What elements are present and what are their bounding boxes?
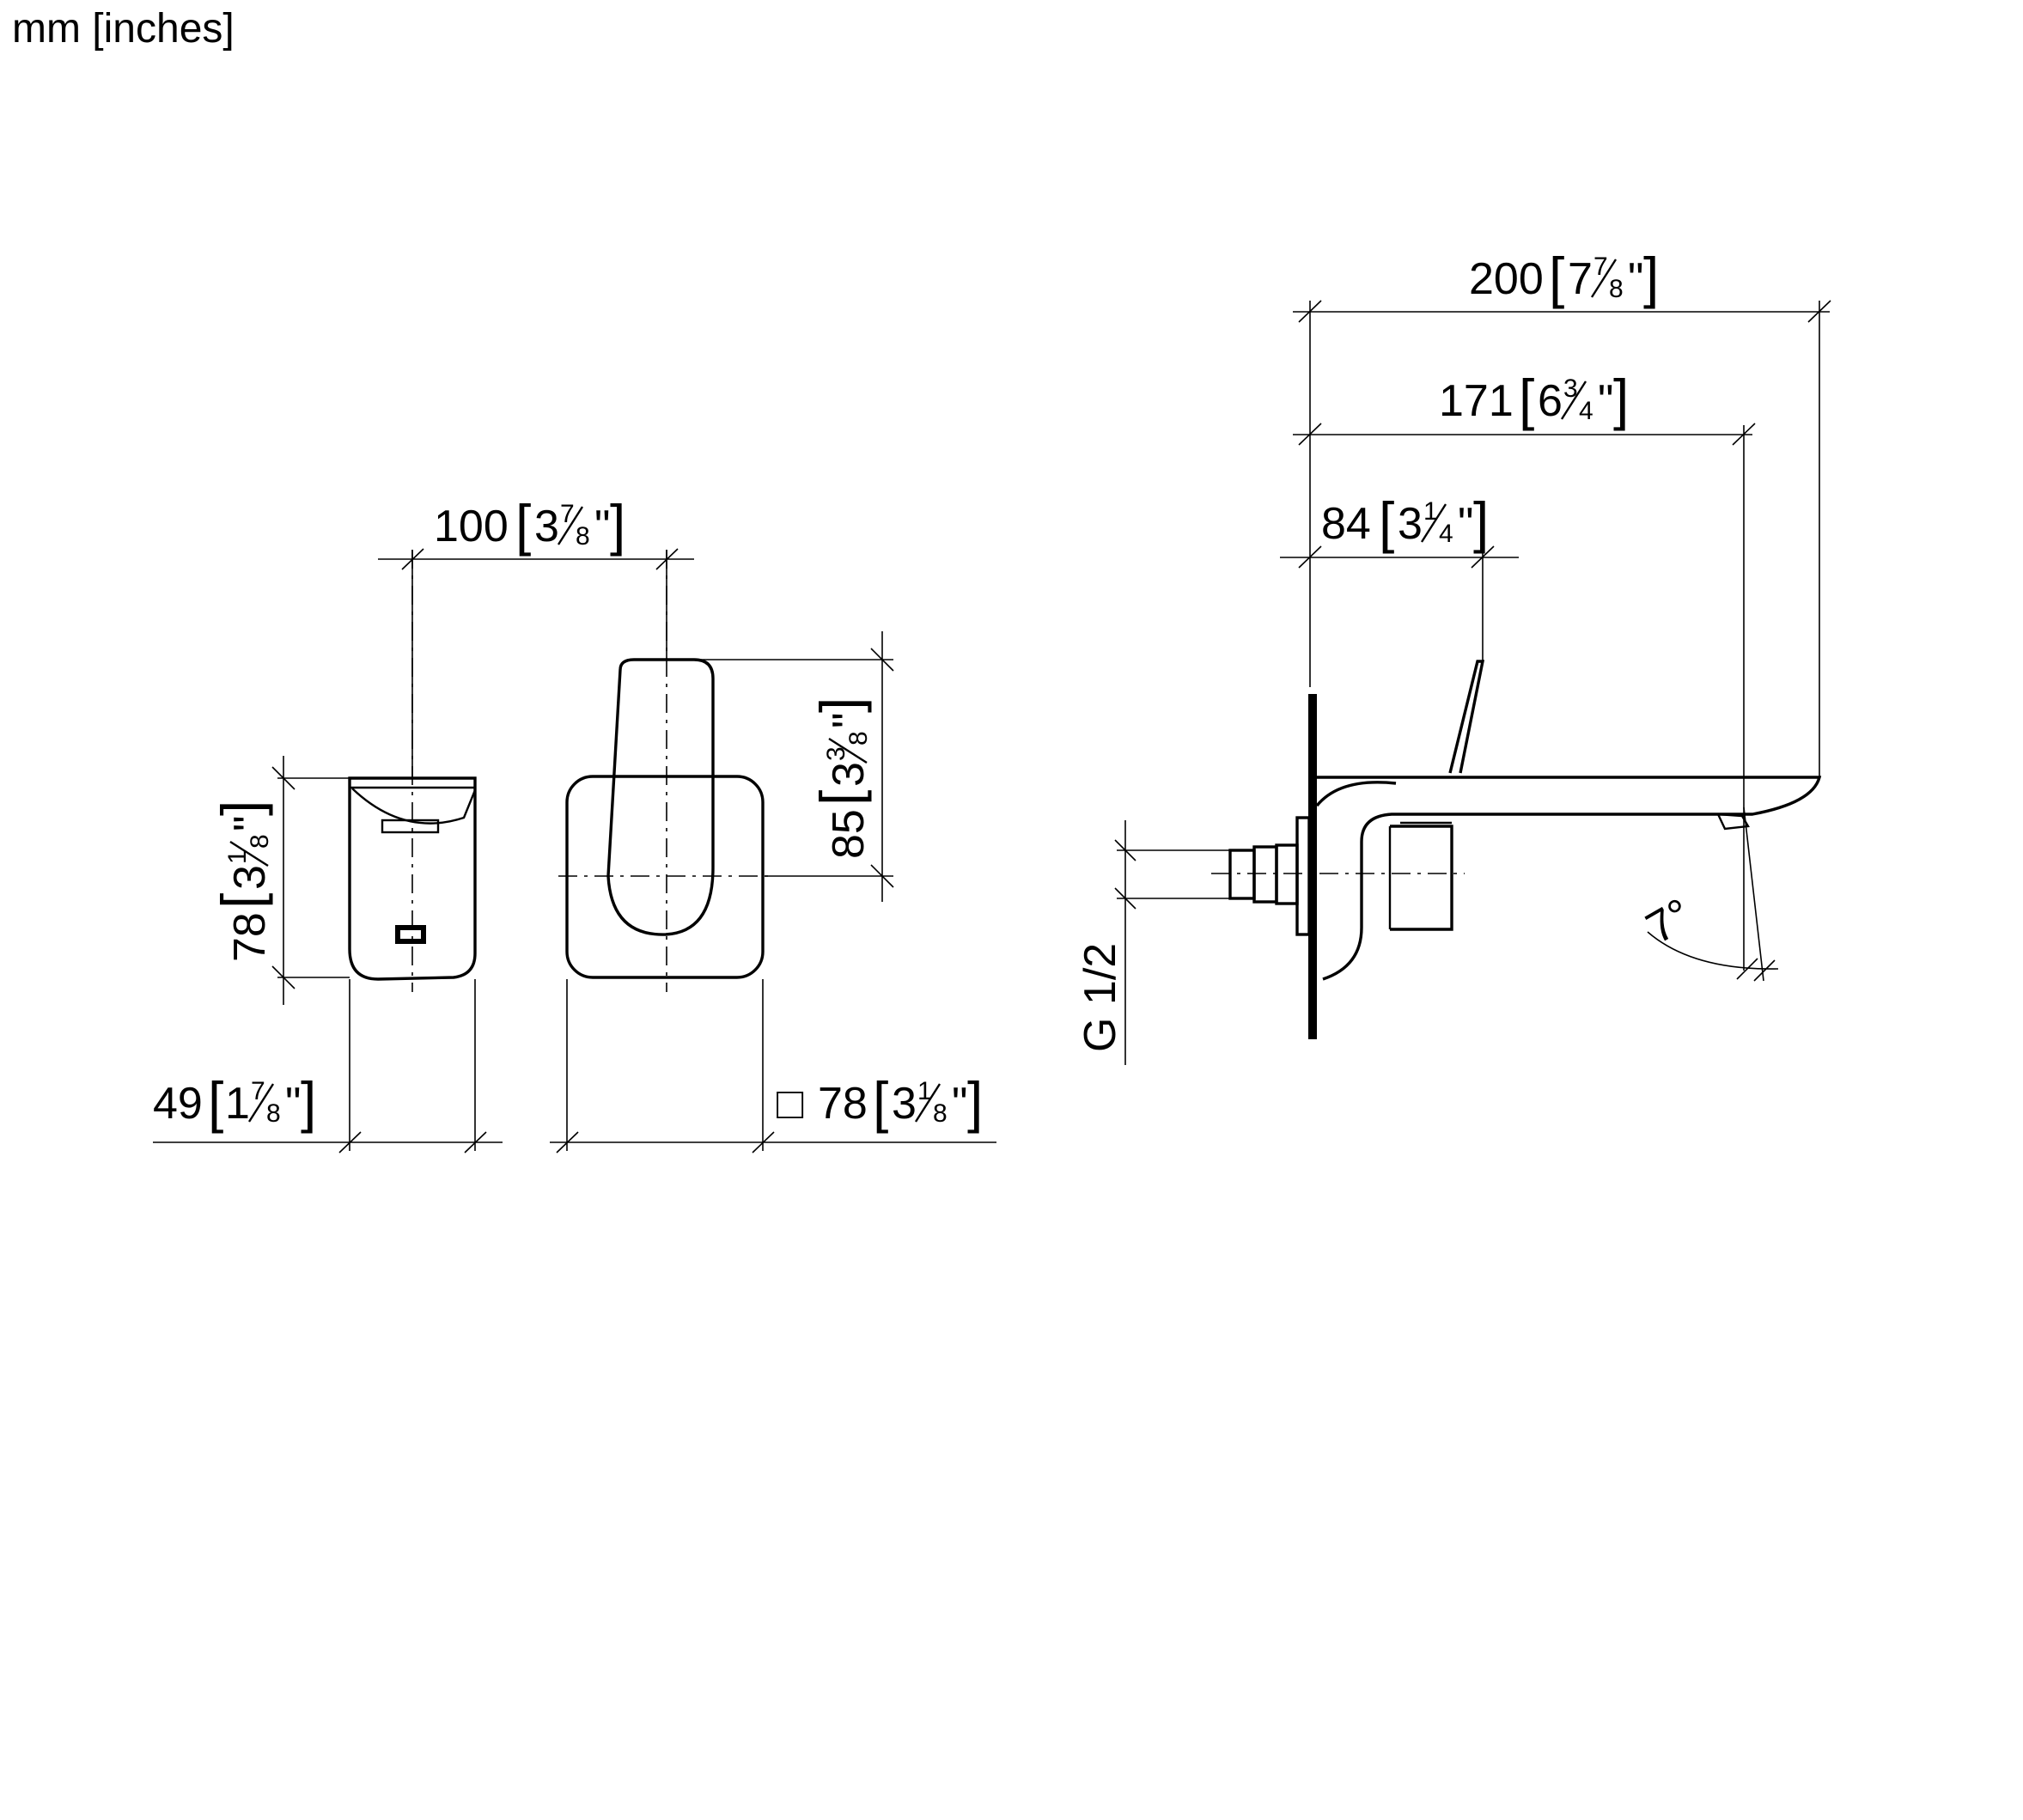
dim-length-200-mark: " (1628, 254, 1643, 304)
dim-height-85-mm: 85 (824, 809, 874, 859)
section-view-outline (1228, 660, 1822, 1039)
dim-depth-49-den: 8 (266, 1099, 281, 1128)
dim-length-84: 84 [ 3 1 4 " ] (1280, 490, 1519, 661)
dim-width-100-inch: 3 (534, 502, 559, 551)
dim-height-78-mm: 78 (225, 912, 275, 962)
dim-square-78-mm: 78 (818, 1079, 868, 1129)
units-label: mm [inches] (12, 6, 235, 52)
dim-height-78-den: 8 (246, 834, 274, 849)
dim-width-100: 100 [ 3 7 8 " ] (378, 493, 694, 778)
bracket-open: [ (1379, 490, 1394, 554)
bracket-open: [ (208, 1070, 223, 1134)
dim-depth-49-inch: 1 (225, 1079, 250, 1129)
dim-height-85-mark: " (824, 713, 874, 728)
dim-length-171-inch: 6 (1538, 376, 1563, 426)
dim-height-85-den: 8 (844, 731, 873, 746)
bracket-close: ] (1643, 246, 1659, 309)
dim-length-171-den: 4 (1579, 397, 1593, 425)
dim-depth-49: 49 [ 1 7 8 " ] (153, 979, 503, 1153)
dim-length-171-mark: " (1598, 376, 1613, 426)
dim-angle: 7° (1638, 807, 1779, 982)
dim-width-100-den: 8 (576, 522, 590, 551)
dim-square-78-num: 1 (917, 1077, 932, 1105)
bracket-close: ] (967, 1070, 983, 1134)
dim-height-85-num: 3 (822, 746, 850, 761)
dim-width-100-mark: " (594, 502, 610, 551)
bracket-close: ] (1613, 368, 1629, 431)
dim-width-100-num: 7 (560, 500, 575, 528)
dim-width-100-mm: 100 (434, 502, 509, 551)
dim-height-78-num: 1 (223, 849, 252, 864)
dim-height-85: 85 [ 3 3 8 " ] (696, 631, 894, 902)
dim-length-200: 200 [ 7 7 8 " ] (1293, 246, 1831, 777)
dim-square-78-mark: " (952, 1079, 967, 1129)
dim-square-78-inch: 3 (892, 1079, 917, 1129)
bracket-close: ] (610, 493, 625, 557)
dim-square-78-symbol: □ (777, 1079, 804, 1129)
bracket-open: [ (515, 493, 531, 557)
dim-length-84-inch: 3 (1398, 499, 1423, 549)
side-view-outline (348, 776, 477, 981)
dim-length-84-mark: " (1458, 499, 1473, 549)
bracket-open: [ (808, 790, 872, 806)
dim-thread: G 1/2 (1075, 820, 1254, 1065)
dim-square-78: □ 78 [ 3 1 8 " ] (550, 979, 996, 1153)
dim-height-78-inch: 3 (225, 865, 275, 890)
dim-length-171-mm: 171 (1439, 376, 1514, 426)
dim-depth-49-num: 7 (251, 1077, 265, 1105)
dim-length-171-num: 3 (1563, 374, 1578, 403)
dim-square-78-den: 8 (933, 1099, 948, 1128)
dim-length-200-den: 8 (1609, 275, 1624, 303)
bracket-open: [ (873, 1070, 888, 1134)
dim-angle-label: 7° (1638, 889, 1700, 953)
dim-length-200-mm: 200 (1469, 254, 1544, 304)
dim-length-200-num: 7 (1593, 253, 1608, 281)
dim-depth-49-mark: " (285, 1079, 301, 1129)
bracket-open: [ (1519, 368, 1534, 431)
dim-thread-label: G 1/2 (1075, 943, 1125, 1052)
dim-height-85-inch: 3 (824, 762, 874, 787)
bracket-open: [ (210, 893, 273, 909)
dim-depth-49-mm: 49 (153, 1079, 203, 1129)
dim-length-84-num: 1 (1423, 497, 1438, 526)
dim-height-78: 78 [ 3 1 8 " ] (210, 756, 350, 1005)
dim-length-171: 171 [ 6 3 4 " ] (1293, 368, 1756, 971)
dim-height-78-mark: " (225, 816, 275, 831)
bracket-close: ] (808, 697, 872, 713)
bracket-close: ] (1473, 490, 1489, 554)
dim-length-84-den: 4 (1439, 520, 1453, 548)
front-view-outline (565, 658, 765, 979)
bracket-close: ] (210, 800, 273, 816)
dim-length-84-mm: 84 (1321, 499, 1371, 549)
dim-length-200-inch: 7 (1568, 254, 1593, 304)
bracket-open: [ (1549, 246, 1564, 309)
bracket-close: ] (301, 1070, 316, 1134)
